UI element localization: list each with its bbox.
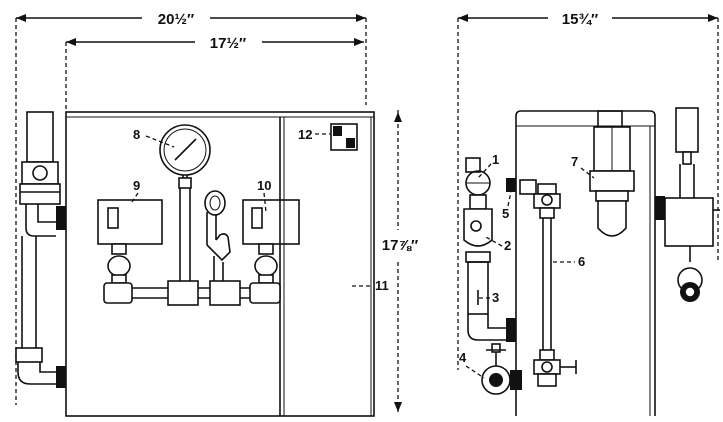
side-callouts: 1 2 3 4 5 6 7 — [459, 152, 595, 379]
callout-2: 2 — [504, 238, 511, 253]
switch-box — [330, 123, 358, 151]
siphon-pipe — [204, 190, 231, 285]
left-water-column — [15, 111, 66, 388]
callout-6: 6 — [578, 254, 585, 269]
callout-11: 11 — [375, 278, 389, 293]
front-callouts: 8 9 10 11 12 — [131, 127, 389, 293]
depth-dimension: 15¾″ — [457, 11, 719, 370]
overall-width-label: 20½″ — [158, 11, 194, 28]
callout-12: 12 — [298, 127, 312, 142]
pressure-control-left — [97, 199, 163, 284]
right-external-column — [655, 107, 720, 302]
gauge-glass — [533, 183, 577, 387]
height-dimension: 17⅞″ — [382, 110, 418, 412]
callout-5: 5 — [502, 206, 509, 221]
callout-9: 9 — [133, 178, 140, 193]
side-view: 15¾″ — [457, 11, 720, 416]
manifold-pipe — [103, 280, 281, 306]
pressure-control-right — [242, 199, 300, 284]
tank-body — [65, 111, 375, 417]
callout-10: 10 — [257, 178, 271, 193]
tank-width-label: 17½″ — [210, 35, 246, 52]
height-label: 17⅞″ — [382, 237, 418, 254]
callout-3: 3 — [492, 290, 499, 305]
tank-side — [515, 110, 656, 416]
depth-label: 15¾″ — [562, 11, 598, 28]
low-water-cutoff — [589, 110, 635, 237]
side-fittings — [463, 157, 537, 395]
overall-width-dimension: 20½″ — [15, 11, 367, 405]
callout-8: 8 — [133, 127, 140, 142]
pressure-gauge — [159, 124, 211, 285]
callout-1: 1 — [492, 152, 499, 167]
callout-7: 7 — [571, 154, 578, 169]
tank-width-dimension: 17½″ — [65, 35, 364, 112]
callout-4: 4 — [459, 350, 467, 365]
front-view: 20½″ 17½″ 17⅞″ — [15, 11, 418, 417]
